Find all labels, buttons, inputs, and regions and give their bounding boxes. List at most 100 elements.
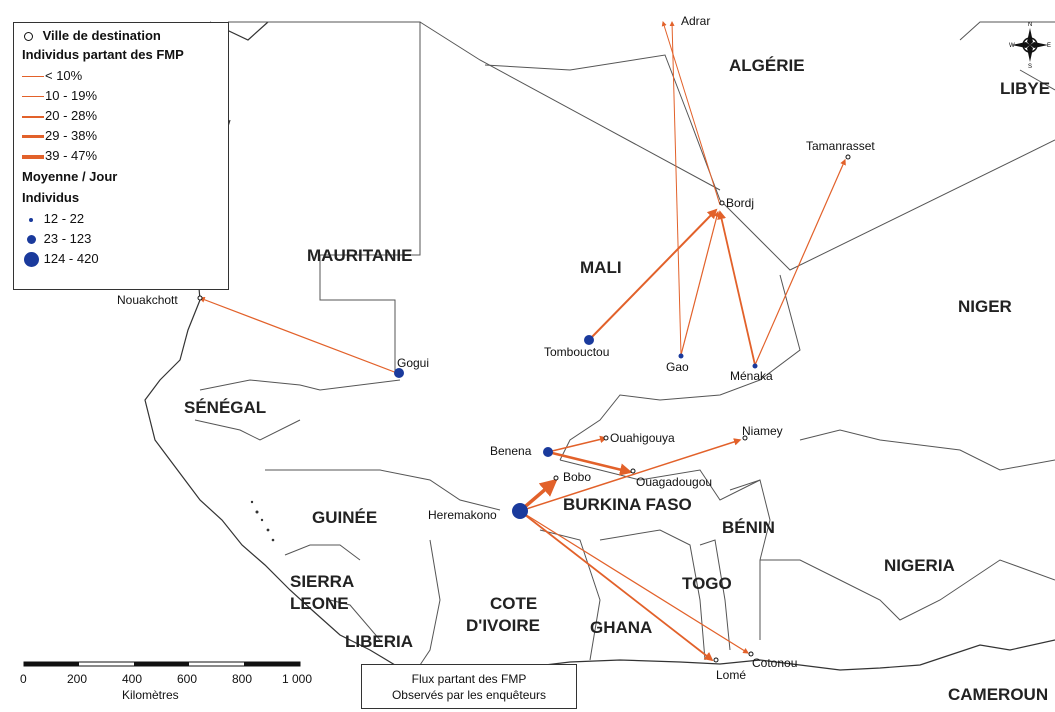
legend-line-swatch (22, 95, 44, 98)
scale-tick-800: 800 (232, 672, 253, 686)
country-algerie: ALGÉRIE (729, 56, 805, 75)
country-benin: BÉNIN (722, 518, 775, 537)
legend-dot-small (29, 217, 33, 222)
legend-avg-label: 124 - 420 (43, 251, 99, 266)
origin-menaka (752, 363, 758, 369)
country-cote-ivoire-2: D'IVOIRE (466, 616, 540, 635)
destination-marker-icon (24, 32, 33, 42)
scale-unit: Kilomètres (122, 688, 179, 702)
city-tamanrasset: Tamanrasset (806, 139, 875, 153)
city-ouahigouya: Ouahigouya (610, 431, 675, 445)
city-bobo: Bobo (563, 470, 592, 484)
city-gogui: Gogui (397, 356, 430, 370)
city-niamey: Niamey (742, 424, 783, 438)
legend-flow-class-4: 29 - 38% (22, 129, 97, 142)
country-nigeria: NIGERIA (884, 556, 955, 575)
country-sierra-leone-2: LEONE (290, 594, 349, 613)
country-sierra-leone-1: SIERRA (290, 572, 355, 591)
lakes (250, 500, 275, 542)
country-borders (194, 21, 1055, 666)
destination-points (197, 154, 851, 663)
legend-line-swatch (22, 154, 44, 159)
flow-menaka-bordj (717, 210, 756, 366)
city-ouagadougou: Ouagadougou (636, 475, 713, 489)
legend-flow-label: < 10% (45, 68, 83, 83)
country-cote-ivoire-1: COTE (490, 594, 538, 613)
scale-bar-graphic (23, 661, 301, 667)
compass-w: W (1009, 43, 1015, 49)
legend-line-swatch (22, 135, 44, 139)
compass-s: S (1028, 64, 1032, 68)
origin-tombouctou (584, 335, 594, 345)
city-tombouctou: Tombouctou (544, 345, 610, 359)
origin-gao (678, 353, 684, 359)
country-mali: MALI (580, 258, 622, 277)
flow-lines (198, 21, 846, 662)
compass-n: N (1028, 22, 1032, 28)
legend-avg-class-1: 12 - 22 (22, 212, 84, 225)
caption-line-1: Flux partant des FMP (411, 672, 527, 686)
city-lome: Lomé (716, 668, 747, 682)
map-legend: Ville de destination Individus partant d… (13, 22, 229, 290)
city-benena: Benena (490, 444, 532, 458)
legend-line-swatch (22, 115, 44, 118)
legend-flow-label: 20 - 28% (45, 108, 98, 123)
caption-line-2: Observés par les enquêteurs (391, 688, 547, 702)
flow-gogui-nouakchott (198, 296, 398, 374)
legend-destination-row: Ville de destination (22, 29, 161, 42)
origin-benena (543, 447, 553, 457)
city-nouakchott: Nouakchott (117, 293, 178, 307)
legend-flow-class-3: 20 - 28% (22, 109, 97, 122)
country-mauritanie: MAURITANIE (307, 246, 413, 265)
flow-heremakono-lome (519, 510, 714, 662)
compass-e: E (1047, 43, 1051, 49)
city-cotonou: Cotonou (752, 656, 798, 670)
legend-flow-class-2: 10 - 19% (22, 89, 97, 102)
country-senegal: SÉNÉGAL (184, 398, 267, 417)
scale-tick-0: 0 (20, 672, 27, 686)
flow-heremakono-cotonou (519, 510, 750, 654)
legend-destination-label: Ville de destination (42, 28, 161, 43)
flow-benena-ouahigouya (547, 435, 608, 453)
flow-gao-adrar (669, 21, 682, 356)
flow-benena-ouagadougou (547, 450, 633, 476)
legend-flow-class-5: 39 - 47% (22, 149, 97, 162)
legend-flow-class-1: < 10% (22, 69, 82, 82)
legend-avg-subtitle: Individus (22, 190, 80, 205)
legend-flow-label: 39 - 47% (45, 148, 98, 163)
flow-heremakono-niamey (519, 438, 742, 512)
city-heremakono: Heremakono (428, 508, 497, 522)
scale-tick-600: 600 (177, 672, 198, 686)
city-gao: Gao (666, 360, 689, 374)
legend-flow-title: Individus partant des FMP (22, 47, 184, 62)
legend-avg-label: 12 - 22 (43, 211, 85, 226)
city-bordj: Bordj (726, 196, 755, 210)
legend-avg-class-3: 124 - 420 (22, 251, 99, 268)
legend-avg-class-2: 23 - 123 (22, 232, 91, 245)
legend-dot-large (23, 252, 39, 268)
legend-flow-label: 29 - 38% (45, 128, 98, 143)
caption-box: Flux partant des FMP Observés par les en… (361, 664, 577, 709)
country-liberia: LIBERIA (345, 632, 413, 651)
legend-flow-label: 10 - 19% (45, 88, 98, 103)
flow-menaka-tamanrasset (754, 158, 846, 366)
flow-bordj-adrar (661, 21, 721, 206)
country-burkina: BURKINA FASO (563, 495, 692, 514)
country-ghana: GHANA (590, 618, 653, 637)
origin-heremakono (512, 503, 528, 519)
city-menaka: Ménaka (730, 369, 773, 383)
city-adrar: Adrar (681, 14, 711, 28)
legend-avg-title: Moyenne / Jour (22, 169, 118, 184)
scale-bar: 0 200 400 600 800 1 000 Kilomètres (20, 660, 320, 706)
origin-gogui (394, 368, 404, 378)
country-togo: TOGO (682, 574, 732, 593)
legend-dot-medium (26, 235, 36, 245)
scale-tick-200: 200 (67, 672, 88, 686)
country-cameroun: CAMEROUN (948, 685, 1049, 704)
scale-tick-400: 400 (122, 672, 143, 686)
legend-avg-label: 23 - 123 (43, 231, 92, 246)
legend-line-swatch (22, 76, 44, 78)
country-libye: LIBYE (1000, 79, 1051, 98)
